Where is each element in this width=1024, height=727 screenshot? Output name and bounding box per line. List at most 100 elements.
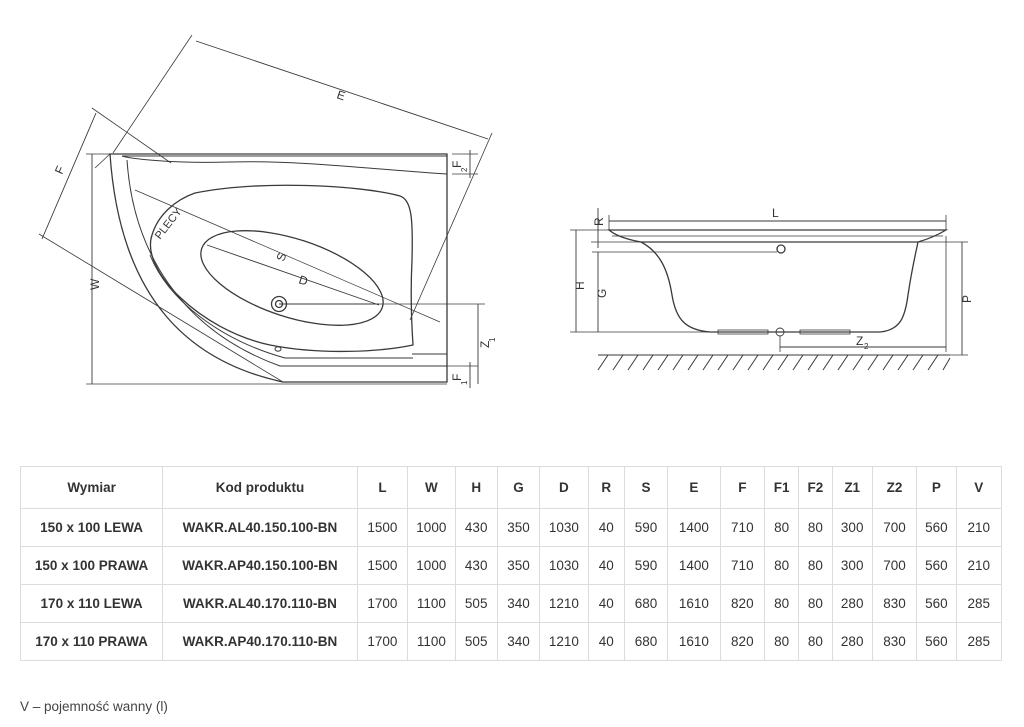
top-view <box>38 34 493 388</box>
dimensions-table: Wymiar Kod produktu L W H G D R S E F F1… <box>19 466 1003 661</box>
label-F: F <box>52 164 68 176</box>
label-G: G <box>595 289 609 298</box>
label-L: L <box>772 206 779 220</box>
product-code-cell: WAKR.AP40.150.100-BN <box>162 546 358 585</box>
label-plecy: PLECY <box>153 206 185 242</box>
dimension-cell: 590 <box>623 508 669 547</box>
dimension-cell: 710 <box>719 546 766 585</box>
dimension-cell: 505 <box>454 622 498 661</box>
dimension-cell: 300 <box>831 546 873 585</box>
label-Z1: Z <box>478 341 492 348</box>
dimension-cell: 505 <box>454 584 498 623</box>
footnote: V – pojemność wanny (l) <box>20 699 168 714</box>
dimension-cell: 80 <box>798 622 833 661</box>
col-header: S <box>623 466 669 509</box>
label-W: W <box>88 278 102 290</box>
label-R: R <box>592 217 606 226</box>
dimension-cell: 1030 <box>539 546 589 585</box>
dimension-cell: 1210 <box>539 622 589 661</box>
dimension-cell: 340 <box>496 584 541 623</box>
dimension-cell: 350 <box>496 546 541 585</box>
label-E: E <box>335 88 347 104</box>
table-header-row: Wymiar Kod produktu L W H G D R S E F F1… <box>19 466 1003 509</box>
col-header: F2 <box>798 466 833 509</box>
dimension-cell: 80 <box>798 546 833 585</box>
dimension-cell: 710 <box>719 508 766 547</box>
dimension-cell: 210 <box>955 546 1003 585</box>
col-header: G <box>496 466 541 509</box>
dimension-cell: 40 <box>587 546 625 585</box>
label-Z2: Z <box>856 334 863 348</box>
dimension-cell: 560 <box>916 622 957 661</box>
col-header: V <box>955 466 1003 509</box>
col-header: Z1 <box>831 466 873 509</box>
col-header: P <box>916 466 957 509</box>
dimension-cell: 820 <box>719 584 766 623</box>
product-code-cell: WAKR.AL40.170.110-BN <box>162 584 358 623</box>
dimension-cell: 80 <box>798 508 833 547</box>
dimension-cell: 285 <box>955 622 1003 661</box>
dimension-cell: 40 <box>587 622 625 661</box>
label-F1-sub: 1 <box>460 380 469 385</box>
dimension-cell: 1610 <box>667 584 721 623</box>
dimension-cell: 80 <box>763 546 800 585</box>
size-cell: 170 x 110 LEWA <box>19 584 164 623</box>
label-H: H <box>573 281 587 290</box>
dimension-cell: 680 <box>623 584 669 623</box>
product-code-cell: WAKR.AL40.150.100-BN <box>162 508 358 547</box>
dimension-cell: 700 <box>871 546 918 585</box>
dimension-cell: 280 <box>831 622 873 661</box>
dimension-cell: 280 <box>831 584 873 623</box>
col-header: L <box>356 466 409 509</box>
dimension-cell: 300 <box>831 508 873 547</box>
col-header: F1 <box>763 466 800 509</box>
col-header: Z2 <box>871 466 918 509</box>
dimension-cell: 1610 <box>667 622 721 661</box>
dimension-cell: 680 <box>623 622 669 661</box>
dimension-cell: 1210 <box>539 584 589 623</box>
dimension-cell: 1700 <box>356 584 409 623</box>
dimension-cell: 700 <box>871 508 918 547</box>
bathtub-technical-drawing: E F W S D PLECY F 2 Z 1 F 1 R L H G P Z … <box>38 34 974 388</box>
col-header: Wymiar <box>19 466 164 509</box>
dimension-cell: 430 <box>454 508 498 547</box>
dimension-cell: 340 <box>496 622 541 661</box>
dimension-cell: 560 <box>916 508 957 547</box>
side-view <box>570 208 968 356</box>
label-Z1-sub: 1 <box>488 337 497 342</box>
label-F2-sub: 2 <box>460 167 469 172</box>
dimension-cell: 560 <box>916 546 957 585</box>
dimension-cell: 560 <box>916 584 957 623</box>
dimension-cell: 80 <box>763 508 800 547</box>
dimension-cell: 40 <box>587 508 625 547</box>
col-header: E <box>667 466 721 509</box>
dimension-cell: 80 <box>798 584 833 623</box>
label-F2: F <box>450 161 464 168</box>
dimension-cell: 350 <box>496 508 541 547</box>
dimension-cell: 80 <box>763 622 800 661</box>
dimension-cell: 430 <box>454 546 498 585</box>
dimension-cell: 1100 <box>407 584 456 623</box>
dimension-cell: 1030 <box>539 508 589 547</box>
size-cell: 170 x 110 PRAWA <box>19 622 164 661</box>
dimension-cell: 1700 <box>356 622 409 661</box>
dimension-cell: 830 <box>871 584 918 623</box>
dimension-cell: 1000 <box>407 508 456 547</box>
dimension-cell: 210 <box>955 508 1003 547</box>
label-S: S <box>274 251 290 263</box>
dimension-cell: 830 <box>871 622 918 661</box>
col-header: F <box>719 466 766 509</box>
dimension-cell: 1500 <box>356 508 409 547</box>
dimension-cell: 40 <box>587 584 625 623</box>
dimension-cell: 1400 <box>667 546 721 585</box>
dimension-cell: 1000 <box>407 546 456 585</box>
col-header: D <box>539 466 589 509</box>
size-cell: 150 x 100 PRAWA <box>19 546 164 585</box>
dimension-cell: 1400 <box>667 508 721 547</box>
label-F1: F <box>450 374 464 381</box>
dimension-cell: 820 <box>719 622 766 661</box>
col-header: W <box>407 466 456 509</box>
